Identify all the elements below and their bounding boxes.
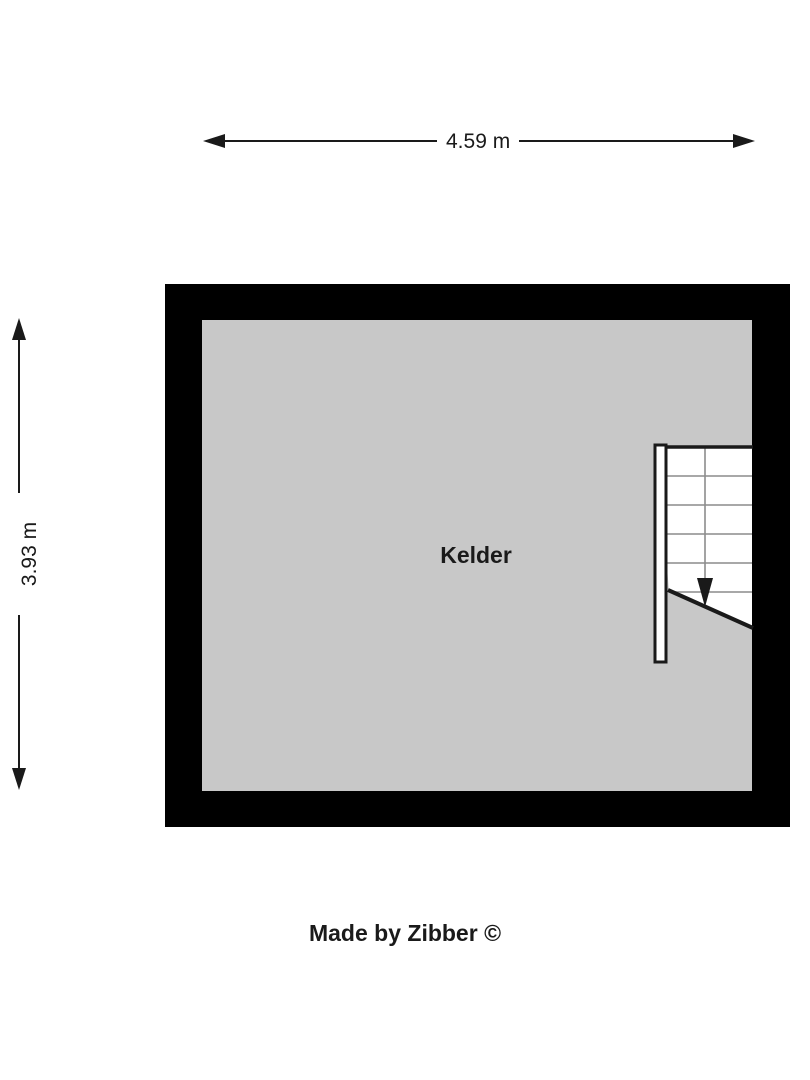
staircase-railing — [653, 443, 668, 664]
staircase-down-arrow-icon — [697, 578, 713, 607]
dimension-top-label: 4.59 m — [437, 129, 520, 155]
dimension-left-arrow-down-icon — [12, 768, 26, 790]
room-label-kelder: Kelder — [440, 542, 512, 568]
dimension-left-label: 3.93 m — [17, 493, 43, 615]
footer-credit: Made by Zibber © — [308, 920, 502, 946]
staircase — [653, 443, 754, 664]
dimension-top-arrow-left-icon — [203, 134, 225, 148]
staircase-cut-line — [667, 588, 754, 630]
dimension-left-arrow-up-icon — [12, 318, 26, 340]
dimension-top-arrow-right-icon — [733, 134, 755, 148]
